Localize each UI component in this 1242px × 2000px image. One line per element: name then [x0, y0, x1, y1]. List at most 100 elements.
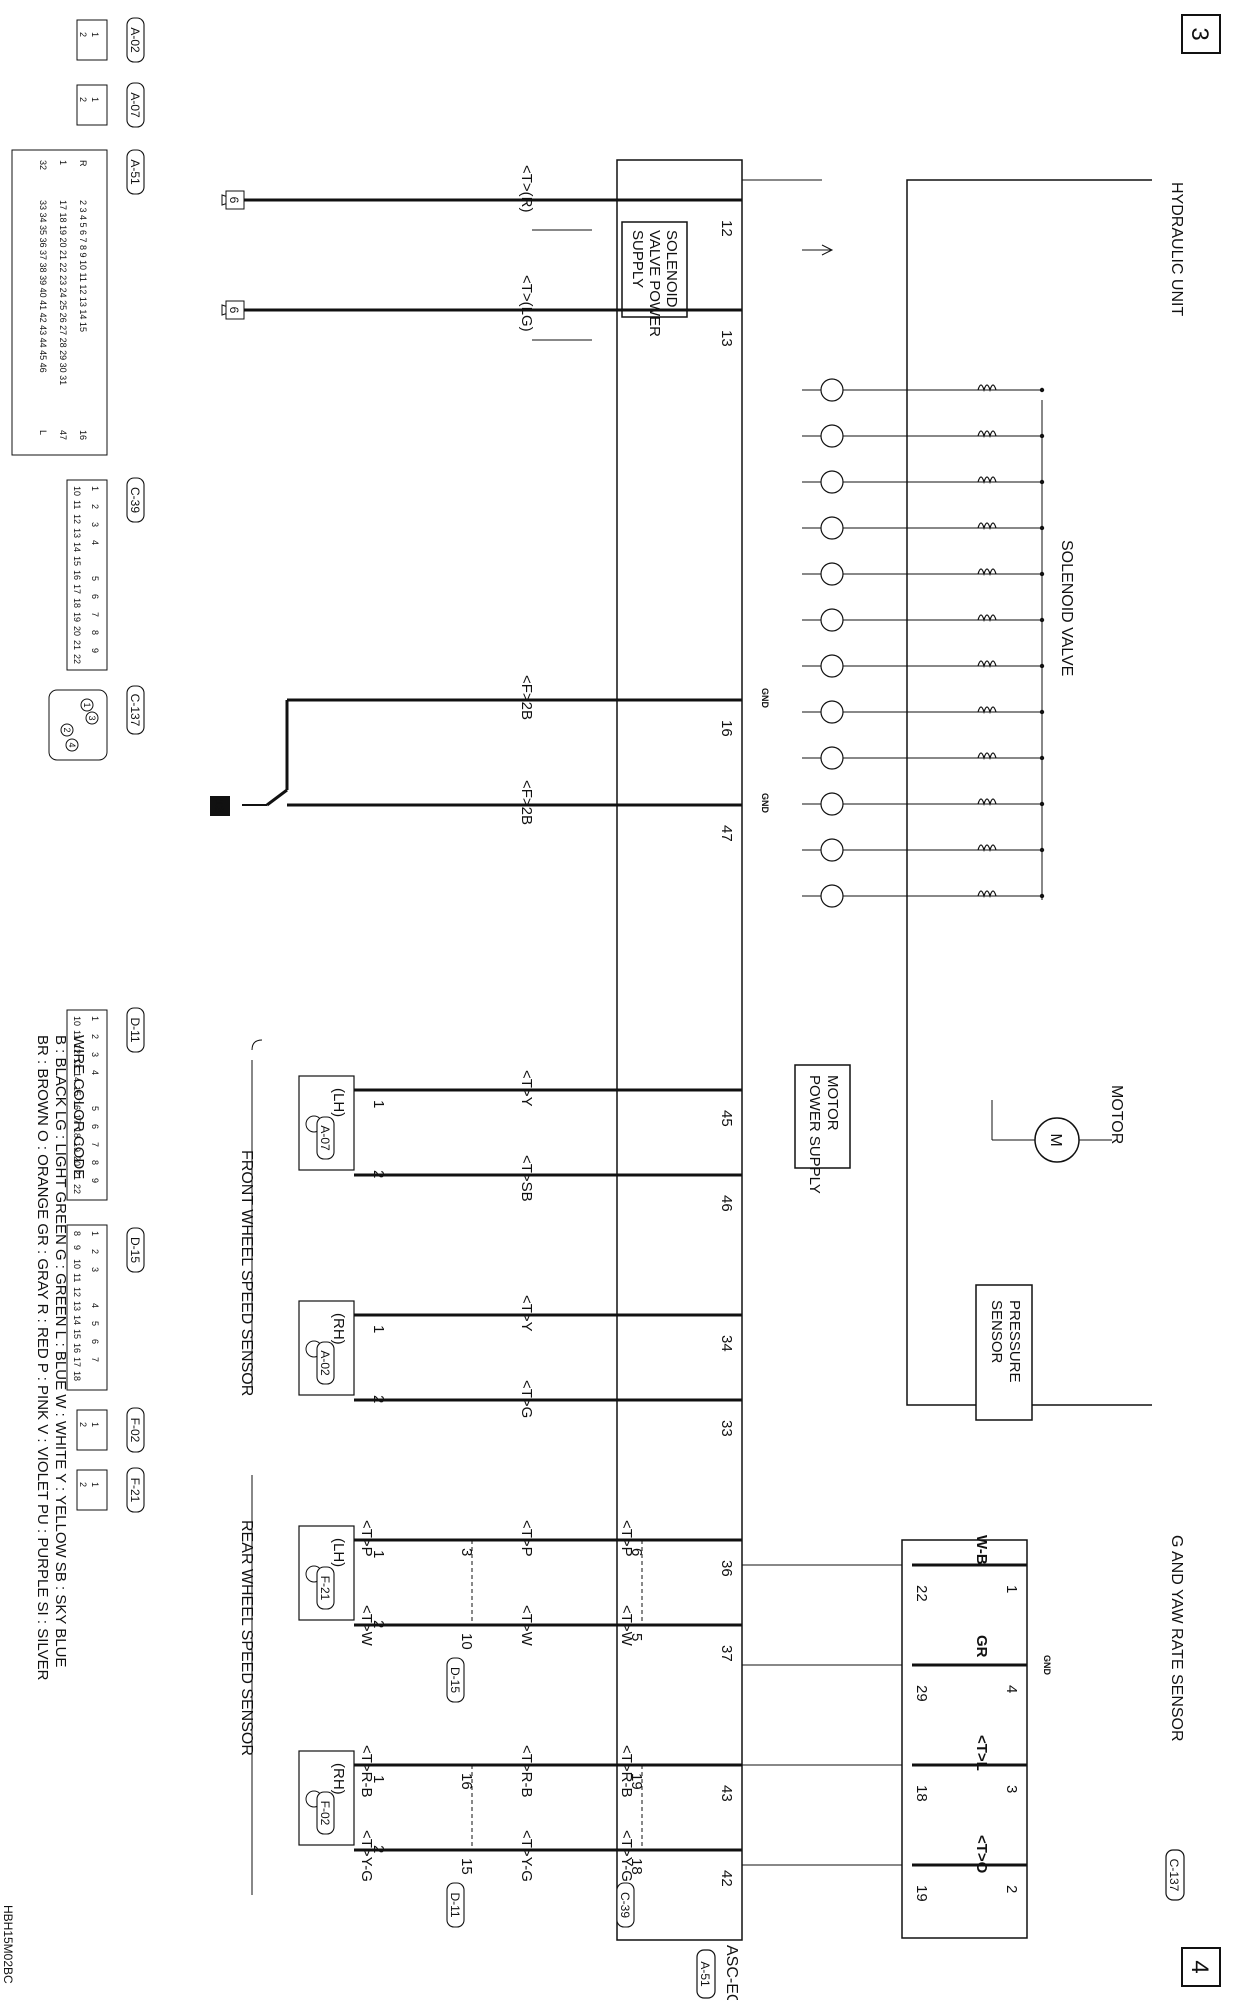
d11-pin: 15 [72, 1086, 82, 1096]
c39-face [66, 479, 108, 671]
inline-connector: D-15 [448, 1667, 462, 1693]
gnd-label: GND [1042, 1655, 1052, 1676]
c39-pin: 6 [90, 594, 100, 599]
solenoid-driver-transistor [820, 746, 844, 770]
c137-pin-ring [85, 711, 99, 725]
a07-tag: A-07 [128, 92, 142, 118]
junction-dot [1039, 617, 1045, 623]
ecu-pin: 45 [718, 1110, 735, 1127]
d15-pin: 4 [90, 1303, 100, 1308]
ecu-pin: 22 [913, 1585, 930, 1602]
d15-pin: 18 [72, 1371, 82, 1381]
d11-pin: 10 [72, 1016, 82, 1026]
sensor-pin-1: 1 [370, 1550, 387, 1558]
solenoid-driver-transistor [820, 424, 844, 448]
svg-text:POWER SUPPLY: POWER SUPPLY [806, 1075, 823, 1194]
f21-face [76, 1469, 108, 1511]
inline-connector-frame [446, 1882, 465, 1928]
a07-face [76, 84, 108, 126]
sensor-connector: F-21 [318, 1576, 332, 1601]
a02-tag-frame [126, 17, 145, 63]
c39-pin: 6 [628, 1548, 645, 1556]
svg-text:A-51: A-51 [698, 1961, 712, 1987]
sensor-connector-frame [316, 1566, 335, 1610]
d11-pin: 20 [72, 1156, 82, 1166]
ecu-pin-13: 13 [718, 330, 735, 347]
a07-tag-frame [126, 82, 145, 128]
sensor-pin-1: 1 [370, 1100, 387, 1108]
c39-pin: 7 [90, 612, 100, 617]
wire-label: GR [973, 1635, 990, 1658]
junction-dot [1039, 387, 1045, 393]
wire-label: <T>P [518, 1520, 535, 1557]
svg-text:MOTOR: MOTOR [824, 1075, 841, 1131]
c39-pin: 5 [90, 576, 100, 581]
d15-pin: 17 [72, 1357, 82, 1367]
g-yaw-rate-sensor: G AND YAW RATE SENSOR C-137 [901, 1535, 1185, 1939]
junction-dot [1039, 755, 1045, 761]
sensor-pin: 2 [1003, 1885, 1020, 1893]
solenoid-coil [977, 706, 997, 715]
d15-pin: 12 [72, 1287, 82, 1297]
solenoid-driver-transistor [820, 378, 844, 402]
c137-tag-frame [126, 685, 145, 735]
d15-pin: 3 [90, 1267, 100, 1272]
wire-label: <T>(LG) [518, 275, 535, 332]
ecu-pin: 46 [718, 1195, 735, 1212]
solenoid-coil [977, 798, 997, 807]
svg-text:SUPPLY: SUPPLY [629, 230, 646, 288]
a51-left-pin: 1 [58, 160, 68, 165]
d11-pin: 9 [90, 1178, 100, 1183]
motor-symbol: M [1047, 1133, 1064, 1146]
a51-left-pin: 32 [38, 160, 48, 170]
inline-pin: 3 [458, 1548, 475, 1556]
sensor-pin-1: 1 [370, 1775, 387, 1783]
d11-pin: 7 [90, 1142, 100, 1147]
junction-dot [1039, 571, 1045, 577]
d11-pin: 19 [72, 1142, 82, 1152]
wire-label: <T>Y-G [358, 1830, 375, 1882]
gnd-label: GND [760, 793, 770, 814]
motor: MOTOR M MOTOR POWER SUPPLY [794, 1064, 1125, 1194]
ecu-pin: 33 [718, 1420, 735, 1437]
d11-pin: 17 [72, 1114, 82, 1124]
a51-right-pin: 47 [58, 430, 68, 440]
ecu-pin: 42 [718, 1870, 735, 1887]
solenoid-driver-transistor [820, 654, 844, 678]
inline-pin: 15 [458, 1858, 475, 1875]
d11-pin: 18 [72, 1128, 82, 1138]
d15-tag: D-15 [128, 1237, 142, 1263]
c39-pin: 19 [72, 612, 82, 622]
figure-id: HBH15M02BC [1, 1905, 15, 1984]
c39-pin: 19 [628, 1773, 645, 1790]
sensor-connector-frame [316, 1791, 335, 1835]
junction-dot [1039, 709, 1045, 715]
solenoid-driver-transistor [820, 884, 844, 908]
wire-label: <T>O [973, 1835, 990, 1874]
inline-connector-frame [446, 1657, 465, 1703]
a51-row: 17 18 19 20 21 22 23 24 25 26 27 28 29 3… [58, 200, 68, 385]
sensor-pin: 1 [1003, 1585, 1020, 1593]
c39-pin: 18 [72, 598, 82, 608]
d11-pin: 16 [72, 1100, 82, 1110]
svg-text:SENSOR: SENSOR [988, 1300, 1005, 1364]
front-wheel-speed-sensor: FRONT WHEEL SPEED SENSOR 4546<T>Y<T>SB(L… [238, 1039, 742, 1437]
f02-tag-frame [126, 1407, 145, 1453]
wire-label: <T>W [518, 1605, 535, 1647]
svg-text:HYDRAULIC UNIT: HYDRAULIC UNIT [1168, 182, 1185, 316]
solenoid-coil [977, 844, 997, 853]
ecu-pin: 37 [718, 1645, 735, 1662]
a07-pin: 2 [78, 97, 88, 102]
ecu-pin-47: 47 [718, 825, 735, 842]
d11-face [66, 1009, 108, 1201]
ecu-pin: 19 [913, 1885, 930, 1902]
c137-face [48, 689, 108, 761]
a51-right-pin: L [38, 430, 48, 435]
solenoid-driver-transistor [820, 700, 844, 724]
sensor-side-label: (LH) [330, 1088, 347, 1117]
wire-color-code: WIRE COLOR CODE B : BLACK LG : LIGHT GRE… [34, 1035, 87, 1681]
junction-dot [1039, 525, 1045, 531]
f21-pin: 2 [78, 1482, 88, 1487]
